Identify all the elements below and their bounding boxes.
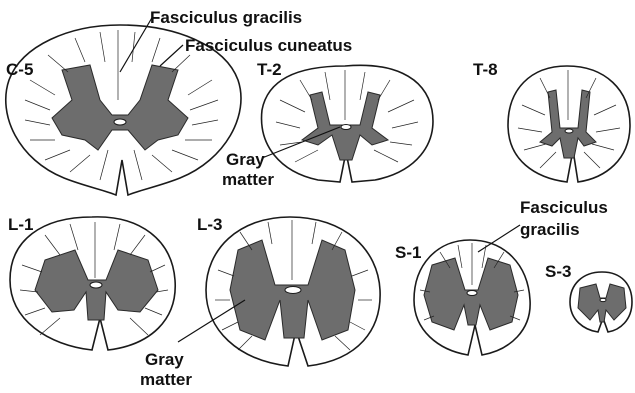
segment-label-c5: C-5	[6, 60, 33, 79]
section-s1	[414, 240, 530, 355]
t8-outline	[508, 66, 630, 182]
s3-central-canal	[600, 298, 606, 301]
section-l3	[206, 217, 380, 366]
segment-label-s1: S-1	[395, 243, 421, 262]
segment-label-t2: T-2	[257, 60, 282, 79]
l3-central-canal	[285, 287, 301, 294]
c5-central-canal	[114, 119, 126, 125]
t2-outline	[262, 65, 433, 182]
l1-central-canal	[90, 282, 102, 288]
label-fasciculus-gracilis-top: Fasciculus gracilis	[150, 8, 302, 27]
segment-label-t8: T-8	[473, 60, 498, 79]
segment-label-l3: L-3	[197, 215, 223, 234]
t8-central-canal	[565, 129, 573, 133]
section-t8	[508, 66, 630, 182]
t2-central-canal	[341, 125, 351, 130]
s1-central-canal	[467, 291, 477, 296]
label-gray-matter-bottom-line2: matter	[140, 370, 192, 389]
section-s3	[570, 272, 632, 332]
segment-label-l1: L-1	[8, 215, 34, 234]
label-gray-matter-top-line2: matter	[222, 170, 274, 189]
label-gray-matter-top-line1: Gray	[226, 150, 265, 169]
label-fasciculus-gracilis-s1-line1: Fasciculus	[520, 198, 608, 217]
label-fasciculus-cuneatus: Fasciculus cuneatus	[185, 36, 352, 55]
label-fasciculus-gracilis-s1-line2: gracilis	[520, 220, 580, 239]
segment-label-s3: S-3	[545, 262, 571, 281]
label-gray-matter-bottom-line1: Gray	[145, 350, 184, 369]
section-t2	[262, 65, 433, 182]
section-l1	[10, 217, 175, 350]
